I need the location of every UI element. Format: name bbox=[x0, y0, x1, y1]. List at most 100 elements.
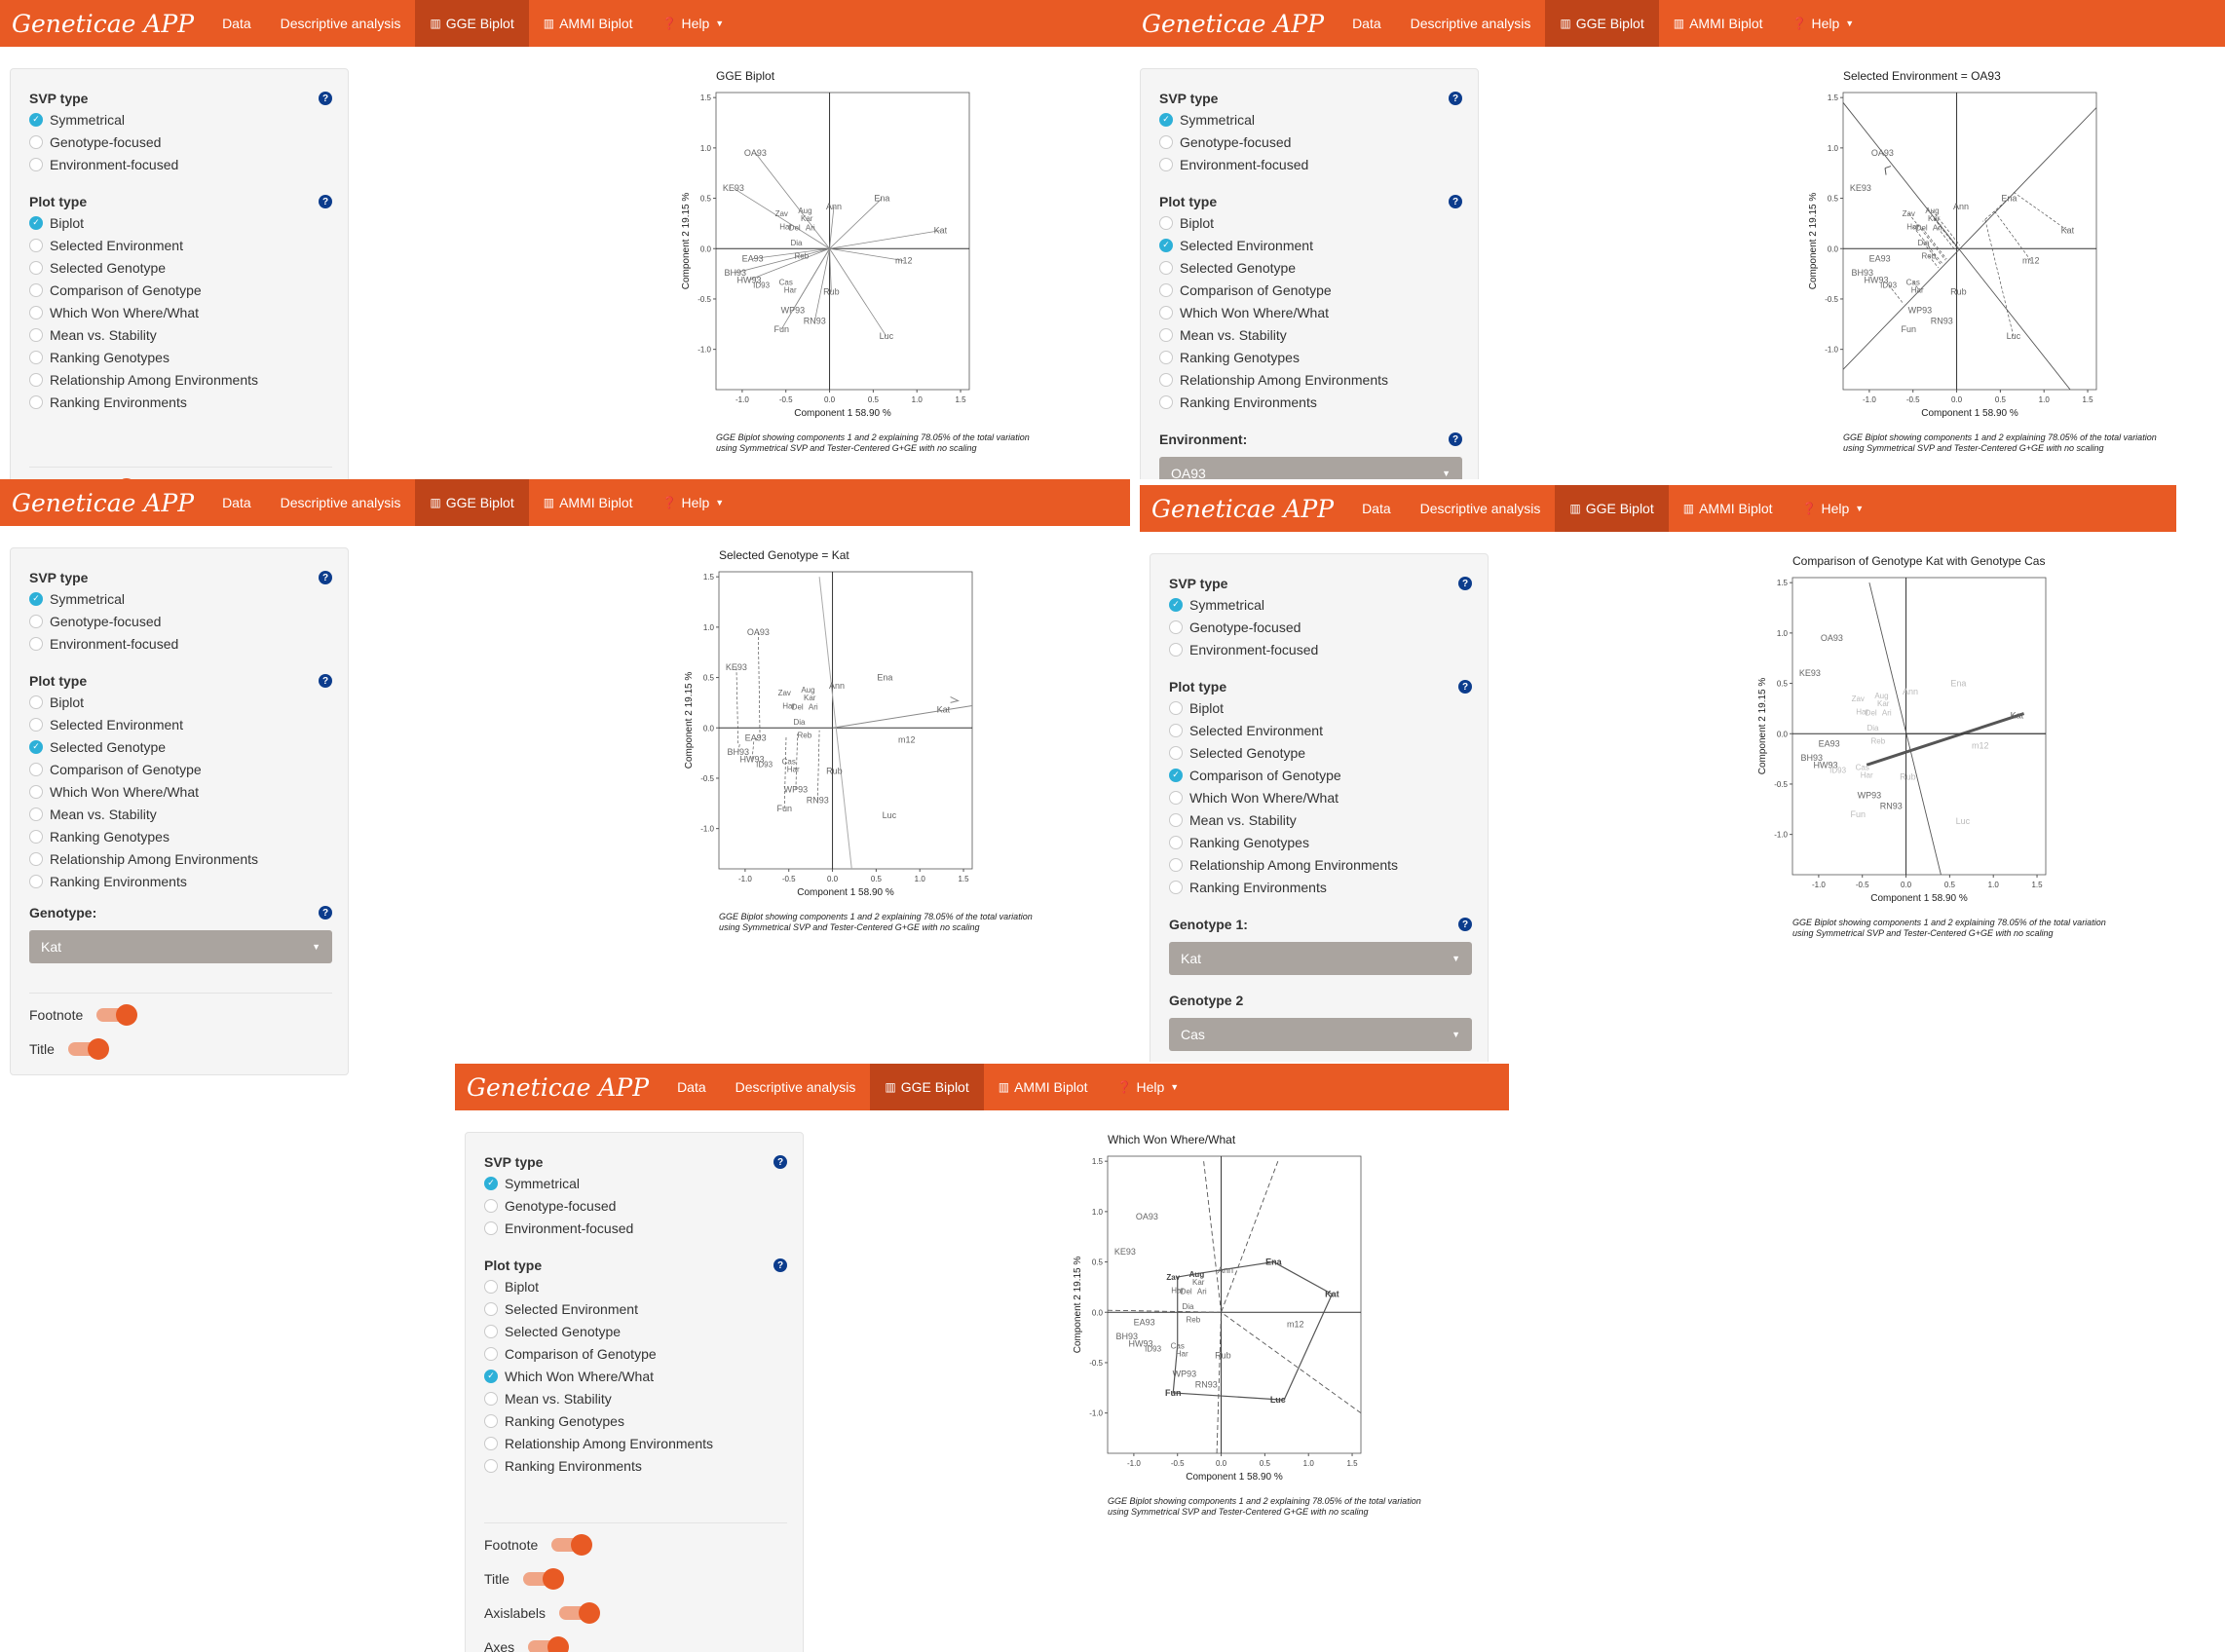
radio-option[interactable]: Biplot bbox=[1169, 696, 1472, 719]
help-icon[interactable]: ? bbox=[773, 1155, 787, 1169]
radio-option[interactable]: Selected Environment bbox=[484, 1297, 787, 1320]
radio-option[interactable]: Environment-focused bbox=[484, 1217, 787, 1239]
nav-help[interactable]: ❓Help▼ bbox=[648, 479, 739, 526]
radio-option[interactable]: Selected Environment bbox=[1169, 719, 1472, 741]
radio-option[interactable]: ✓ Symmetrical bbox=[484, 1172, 787, 1194]
nav-descriptive[interactable]: Descriptive analysis bbox=[280, 16, 401, 31]
brand-logo[interactable]: Geneticae APP bbox=[12, 488, 195, 517]
radio-option[interactable]: Ranking Environments bbox=[484, 1454, 787, 1477]
radio-button[interactable] bbox=[1169, 790, 1183, 805]
nav-help[interactable]: ❓Help▼ bbox=[1103, 1064, 1194, 1110]
radio-button[interactable]: ✓ bbox=[1169, 597, 1183, 612]
radio-option[interactable]: Biplot bbox=[1159, 211, 1462, 234]
radio-button[interactable] bbox=[29, 238, 43, 252]
nav-help[interactable]: ❓Help▼ bbox=[648, 0, 739, 47]
radio-button[interactable] bbox=[1169, 857, 1183, 872]
radio-button[interactable]: ✓ bbox=[484, 1176, 498, 1190]
radio-button[interactable] bbox=[29, 350, 43, 364]
radio-button[interactable] bbox=[29, 260, 43, 275]
nav-help[interactable]: ❓Help▼ bbox=[1788, 485, 1879, 532]
radio-option[interactable]: Genotype-focused bbox=[1159, 131, 1462, 153]
radio-option[interactable]: Selected Genotype bbox=[1169, 741, 1472, 764]
help-icon[interactable]: ? bbox=[319, 195, 332, 208]
radio-option[interactable]: Comparison of Genotype bbox=[29, 758, 332, 780]
radio-option[interactable]: ✓ Comparison of Genotype bbox=[1169, 764, 1472, 786]
radio-option[interactable]: Selected Environment bbox=[29, 234, 332, 256]
radio-button[interactable]: ✓ bbox=[29, 591, 43, 606]
nav-data[interactable]: Data bbox=[677, 1079, 706, 1095]
help-icon[interactable]: ? bbox=[1449, 195, 1462, 208]
radio-button[interactable] bbox=[29, 695, 43, 709]
toggle-switch[interactable] bbox=[551, 1533, 593, 1556]
radio-button[interactable] bbox=[1169, 812, 1183, 827]
radio-option[interactable]: Selected Genotype bbox=[29, 256, 332, 279]
radio-option[interactable]: Genotype-focused bbox=[1169, 616, 1472, 638]
radio-button[interactable] bbox=[1169, 723, 1183, 737]
radio-button[interactable] bbox=[484, 1458, 498, 1473]
radio-button[interactable] bbox=[29, 784, 43, 799]
radio-button[interactable] bbox=[29, 829, 43, 844]
radio-option[interactable]: Selected Environment bbox=[29, 713, 332, 735]
radio-button[interactable] bbox=[29, 874, 43, 888]
radio-button[interactable] bbox=[1169, 700, 1183, 715]
radio-option[interactable]: ✓ Biplot bbox=[29, 211, 332, 234]
help-icon[interactable]: ? bbox=[1458, 918, 1472, 931]
help-icon[interactable]: ? bbox=[1458, 577, 1472, 590]
radio-option[interactable]: Relationship Among Environments bbox=[1169, 853, 1472, 876]
radio-option[interactable]: Environment-focused bbox=[1159, 153, 1462, 175]
help-icon[interactable]: ? bbox=[319, 906, 332, 920]
nav-gge-biplot[interactable]: ▥GGE Biplot bbox=[870, 1064, 984, 1110]
radio-button[interactable] bbox=[484, 1220, 498, 1235]
radio-button[interactable] bbox=[29, 305, 43, 319]
radio-button[interactable] bbox=[1159, 157, 1173, 171]
nav-ammi-biplot[interactable]: ▥AMMI Biplot bbox=[984, 1064, 1103, 1110]
radio-option[interactable]: Mean vs. Stability bbox=[29, 803, 332, 825]
radio-button[interactable] bbox=[29, 614, 43, 628]
radio-button[interactable] bbox=[1159, 134, 1173, 149]
toggle-switch[interactable] bbox=[528, 1635, 570, 1652]
radio-button[interactable]: ✓ bbox=[29, 112, 43, 127]
nav-data[interactable]: Data bbox=[1362, 501, 1391, 516]
nav-data[interactable]: Data bbox=[1352, 16, 1381, 31]
toggle-switch[interactable] bbox=[96, 1003, 138, 1026]
radio-button[interactable] bbox=[484, 1413, 498, 1428]
radio-option[interactable]: Environment-focused bbox=[1169, 638, 1472, 660]
radio-option[interactable]: Relationship Among Environments bbox=[484, 1432, 787, 1454]
radio-button[interactable] bbox=[1159, 260, 1173, 275]
nav-gge-biplot[interactable]: ▥GGE Biplot bbox=[415, 0, 529, 47]
radio-button[interactable] bbox=[484, 1301, 498, 1316]
toggle-switch[interactable] bbox=[67, 1037, 109, 1060]
radio-option[interactable]: ✓ Selected Genotype bbox=[29, 735, 332, 758]
radio-option[interactable]: Biplot bbox=[29, 691, 332, 713]
nav-descriptive[interactable]: Descriptive analysis bbox=[735, 1079, 856, 1095]
radio-option[interactable]: ✓ Selected Environment bbox=[1159, 234, 1462, 256]
radio-button[interactable] bbox=[1159, 372, 1173, 387]
brand-logo[interactable]: Geneticae APP bbox=[1142, 9, 1325, 38]
radio-option[interactable]: Ranking Genotypes bbox=[1169, 831, 1472, 853]
radio-button[interactable] bbox=[1169, 745, 1183, 760]
radio-button[interactable] bbox=[29, 762, 43, 776]
radio-button[interactable] bbox=[1159, 305, 1173, 319]
radio-button[interactable]: ✓ bbox=[29, 215, 43, 230]
radio-option[interactable]: Comparison of Genotype bbox=[484, 1342, 787, 1365]
toggle-switch[interactable] bbox=[522, 1567, 564, 1590]
radio-button[interactable] bbox=[29, 282, 43, 297]
nav-gge-biplot[interactable]: ▥GGE Biplot bbox=[415, 479, 529, 526]
radio-button[interactable] bbox=[29, 134, 43, 149]
radio-button[interactable] bbox=[1159, 327, 1173, 342]
radio-option[interactable]: Which Won Where/What bbox=[1159, 301, 1462, 323]
radio-option[interactable]: ✓ Symmetrical bbox=[1159, 108, 1462, 131]
radio-option[interactable]: ✓ Symmetrical bbox=[1169, 593, 1472, 616]
radio-button[interactable] bbox=[1159, 215, 1173, 230]
radio-option[interactable]: Ranking Genotypes bbox=[29, 346, 332, 368]
nav-ammi-biplot[interactable]: ▥AMMI Biplot bbox=[1669, 485, 1788, 532]
radio-option[interactable]: Mean vs. Stability bbox=[484, 1387, 787, 1409]
dropdown-select[interactable]: OA93▼ bbox=[1159, 457, 1462, 479]
radio-button[interactable] bbox=[1169, 835, 1183, 849]
radio-button[interactable] bbox=[484, 1436, 498, 1450]
radio-option[interactable]: Ranking Genotypes bbox=[484, 1409, 787, 1432]
radio-option[interactable]: Ranking Environments bbox=[29, 391, 332, 413]
help-icon[interactable]: ? bbox=[1449, 92, 1462, 105]
help-icon[interactable]: ? bbox=[319, 571, 332, 584]
radio-option[interactable]: Genotype-focused bbox=[29, 610, 332, 632]
